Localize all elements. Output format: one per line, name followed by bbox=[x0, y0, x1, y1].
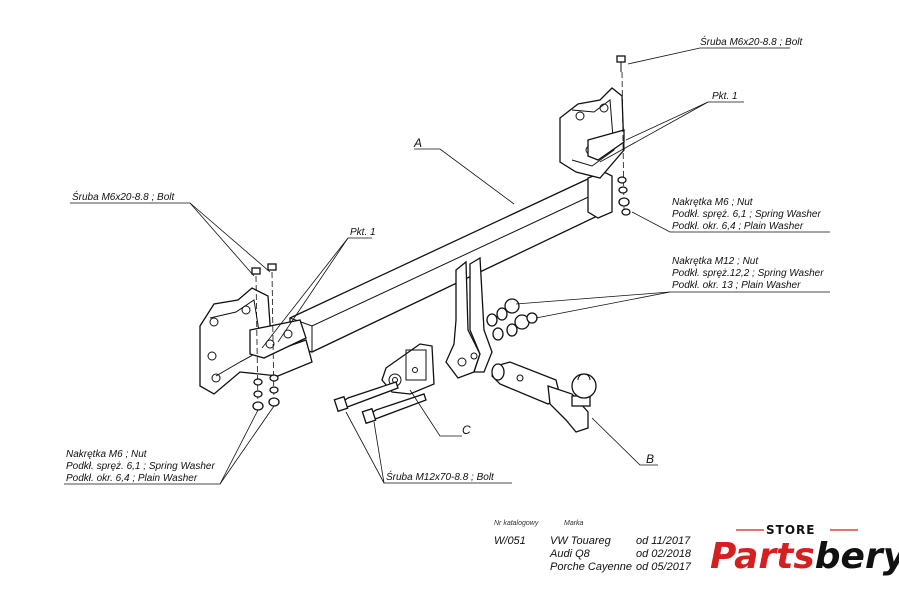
label-spring-washer-6-right: Podkł. spręż. 6,1 ; Spring Washer bbox=[672, 209, 821, 220]
catalog-make-header: Marka bbox=[564, 520, 584, 527]
vehicle-date: od 05/2017 bbox=[636, 561, 692, 573]
right-bracket bbox=[559, 87, 625, 179]
label-spring-washer-12: Podkł. spręż.12,2 ; Spring Washer bbox=[672, 268, 824, 279]
logo-brand-red: Parts bbox=[710, 536, 815, 577]
label-nut-m12: Nakrętka M12 ; Nut bbox=[672, 256, 759, 267]
label-part-b: B bbox=[646, 452, 654, 466]
catalog-number-header: Nr katalogowy bbox=[494, 520, 539, 527]
m6-hardware-right bbox=[616, 55, 631, 216]
vehicle-name: VW Touareg bbox=[550, 535, 612, 547]
vehicle-name: Porche Cayenne bbox=[550, 561, 632, 573]
partsbery-logo: STORE Partsbery bbox=[710, 523, 899, 577]
catalog-number: W/051 bbox=[494, 535, 526, 547]
label-plain-washer-6-left: Podkł. okr. 6,4 ; Plain Washer bbox=[66, 473, 198, 484]
label-nut-m6-right: Nakrętka M6 ; Nut bbox=[672, 197, 754, 208]
vehicle-date: od 02/2018 bbox=[636, 548, 692, 560]
catalog-block: Nr katalogowy Marka W/051 VW Touareg od … bbox=[494, 520, 692, 573]
cross-beam bbox=[289, 171, 613, 353]
label-plain-washer-6-right: Podkł. okr. 6,4 ; Plain Washer bbox=[672, 221, 804, 232]
left-bracket bbox=[199, 287, 313, 395]
label-spring-washer-6-left: Podkł. spręż. 6,1 ; Spring Washer bbox=[66, 461, 215, 472]
label-bolt-left: Śruba M6x20-8.8 ; Bolt bbox=[72, 190, 175, 203]
socket-plate bbox=[381, 343, 435, 395]
m12-nuts-washers bbox=[486, 298, 538, 341]
label-bolt-m12: Śruba M12x70-8.8 ; Bolt bbox=[386, 470, 495, 483]
logo-brand-text: Partsbery bbox=[710, 536, 899, 577]
m6-hardware-left bbox=[251, 263, 280, 411]
vehicle-date: od 11/2017 bbox=[636, 535, 691, 547]
logo-store-text: STORE bbox=[766, 523, 815, 537]
label-part-a: A bbox=[413, 136, 422, 150]
label-pkt1-left: Pkt. 1 bbox=[350, 227, 376, 238]
label-pkt1-right: Pkt. 1 bbox=[712, 91, 738, 102]
label-part-c: C bbox=[462, 423, 471, 437]
tow-ball bbox=[491, 361, 597, 433]
label-plain-washer-13: Podkł. okr. 13 ; Plain Washer bbox=[672, 280, 801, 291]
vehicle-name: Audi Q8 bbox=[549, 548, 591, 560]
label-bolt-top-right: Śruba M6x20-8.8 ; Bolt bbox=[700, 35, 803, 48]
leader-lines bbox=[64, 47, 830, 485]
label-nut-m6-left: Nakrętka M6 ; Nut bbox=[66, 449, 148, 460]
logo-brand-black: bery bbox=[815, 536, 899, 577]
centre-hanger-plates bbox=[445, 256, 493, 379]
m12-bolts bbox=[333, 381, 427, 425]
